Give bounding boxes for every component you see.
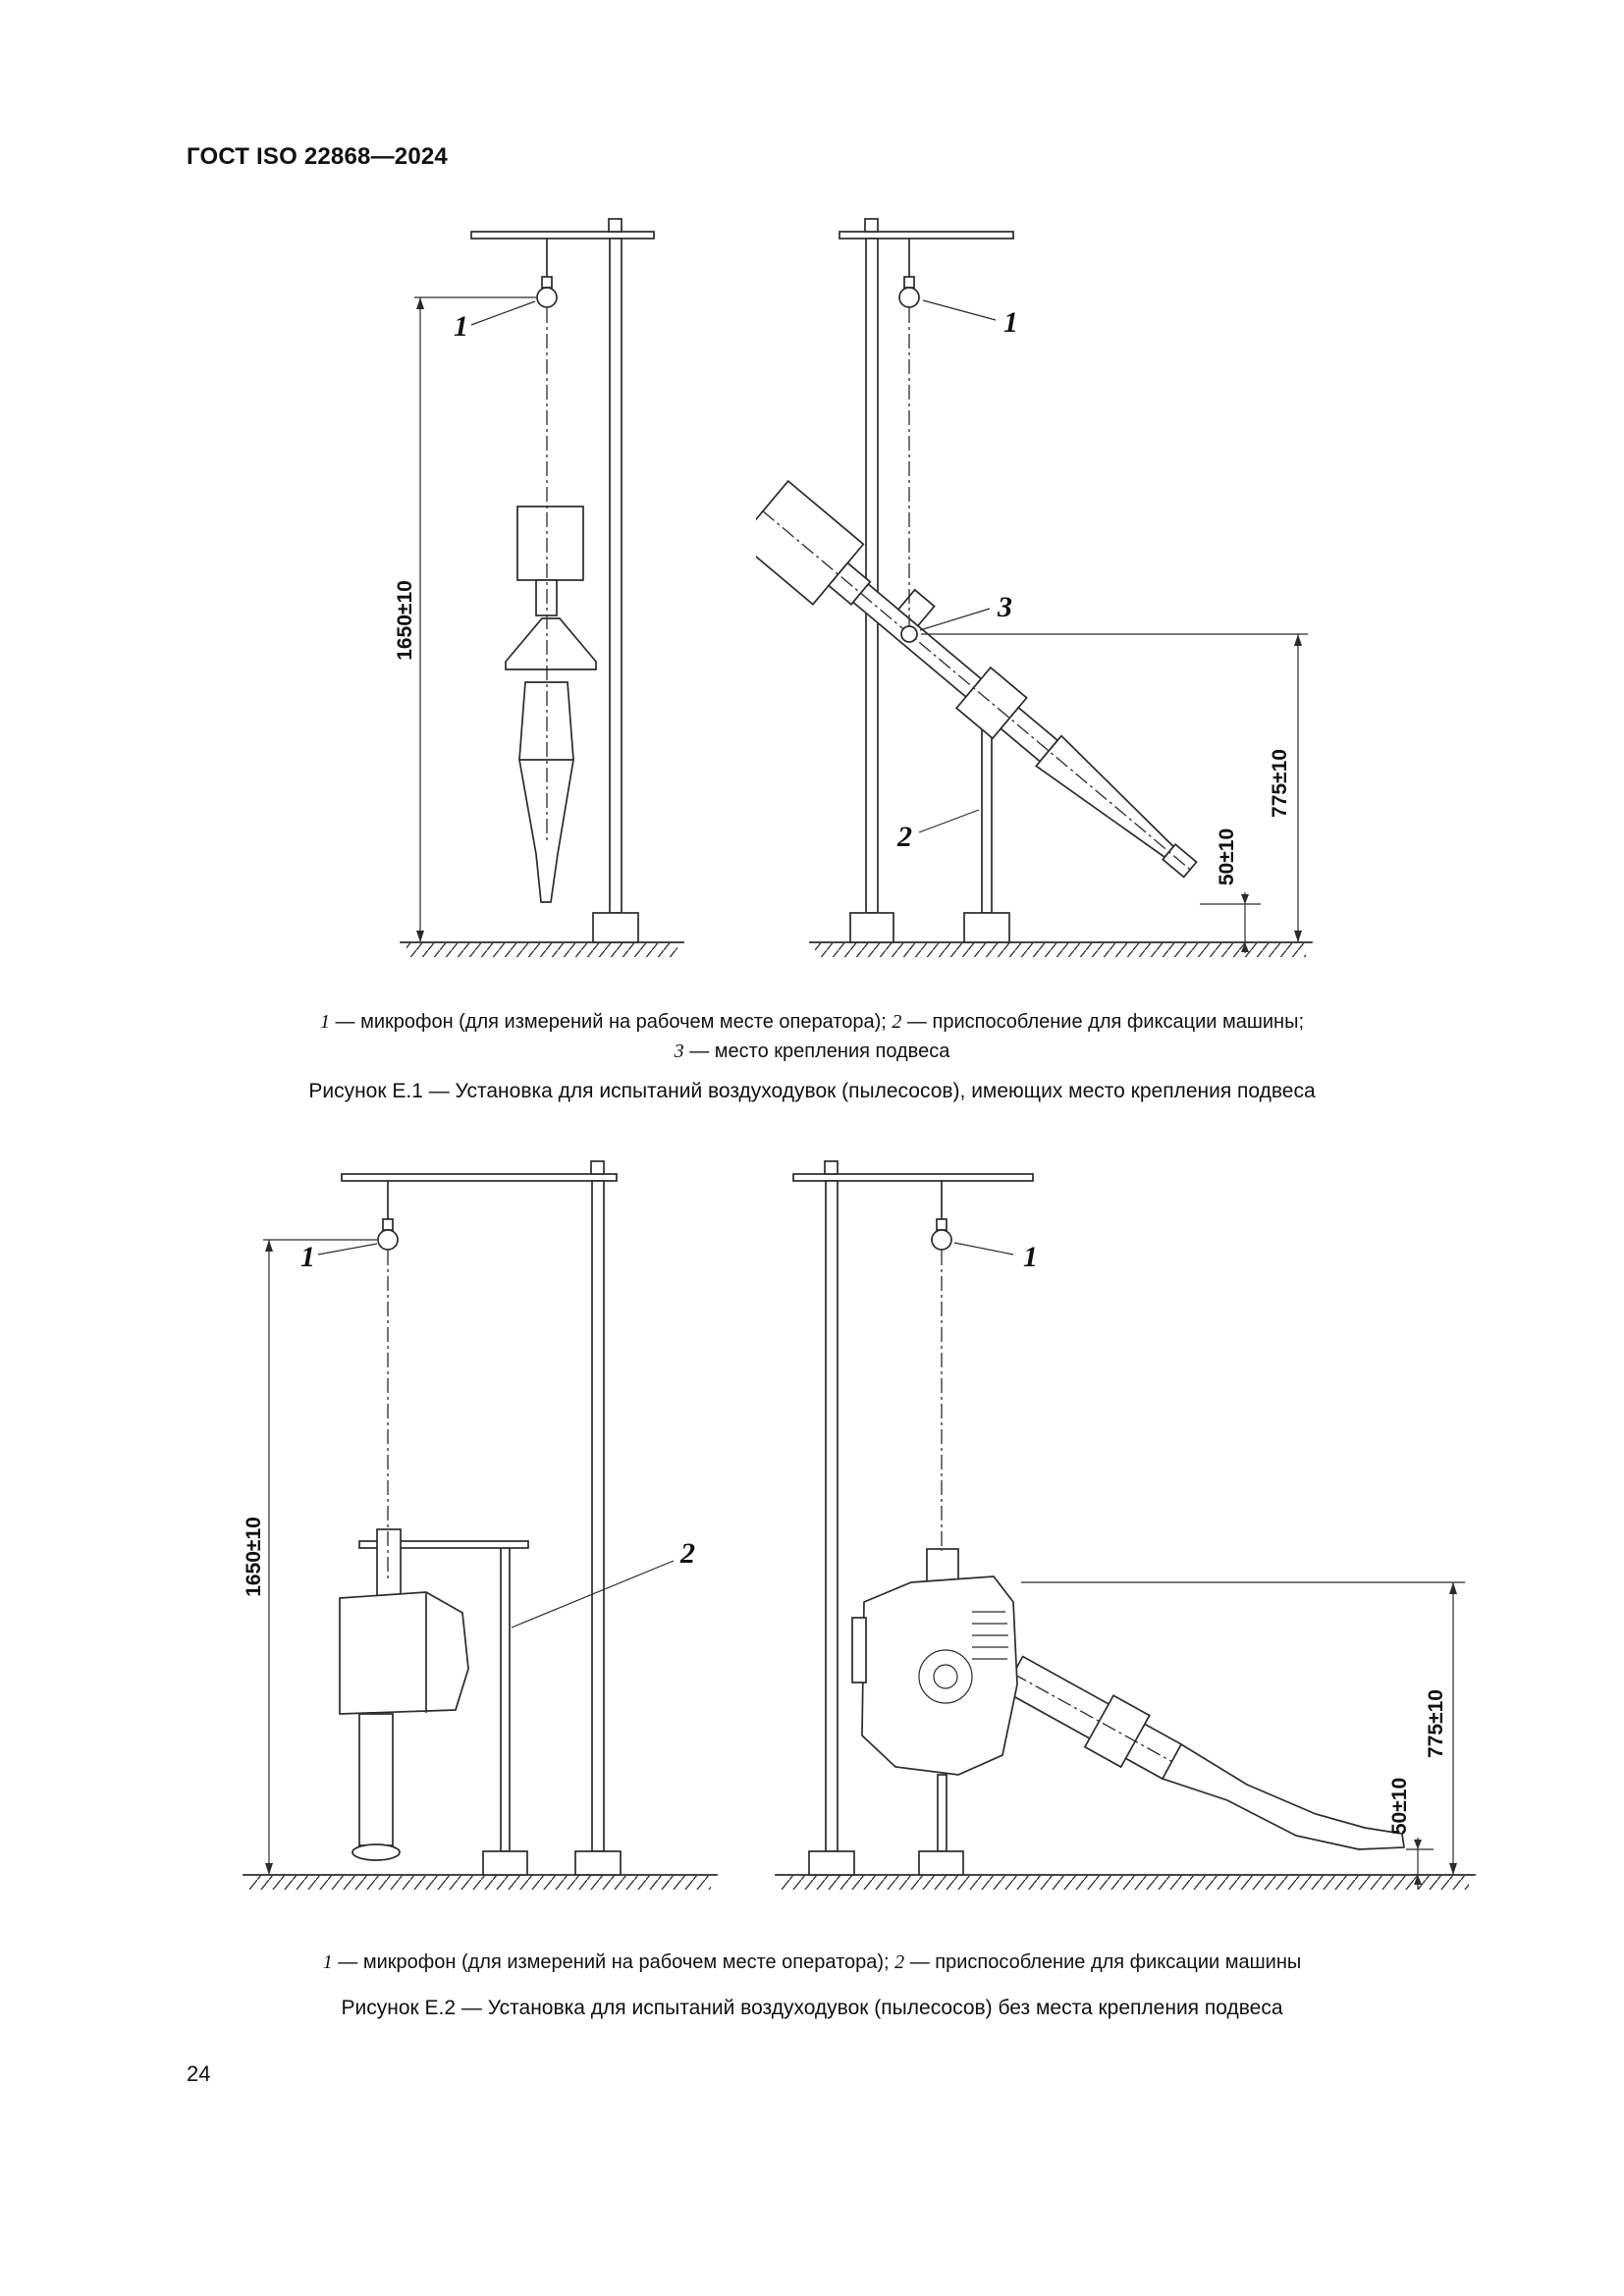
- figure-e2-caption: 1 — микрофон (для измерений на рабочем м…: [118, 1948, 1506, 1977]
- label-microphone: 1: [454, 310, 468, 343]
- dimension-775: 775±10: [921, 633, 1308, 942]
- document-header: ГОСТ ISO 22868—2024: [187, 143, 448, 170]
- figure-e2-title: Рисунок Е.2 — Установка для испытаний во…: [341, 1997, 1283, 2019]
- figure-e1-left-drawing: 1 1650±10: [394, 218, 684, 957]
- machine-silhouette: [505, 506, 597, 903]
- caption-key-number: 1: [319, 1011, 330, 1033]
- machine-silhouette: [851, 1548, 1018, 1776]
- dim-height-text: 1650±10: [243, 1517, 265, 1597]
- ground: [809, 941, 1313, 957]
- dimension-1650: 1650±10: [394, 296, 536, 942]
- leader-line: [922, 299, 997, 321]
- suspension-point: [900, 625, 918, 643]
- test-rig-frame: [470, 218, 655, 943]
- caption-key-number: 1: [322, 1951, 333, 1973]
- ground: [400, 941, 684, 957]
- microphone: [898, 238, 920, 308]
- label-fixture: 2: [679, 1537, 695, 1570]
- caption-key-text: — приспособление для фиксации машины: [904, 1951, 1302, 1973]
- label-fixture: 2: [896, 821, 912, 853]
- figure-e1-title: Рисунок Е.1 — Установка для испытаний во…: [308, 1080, 1316, 1102]
- figure-e1-right-drawing: 1 3 2 775±10 50±10: [756, 218, 1313, 957]
- dimension-1650: 1650±10: [243, 1239, 377, 1875]
- leader-line: [953, 1242, 1014, 1255]
- blower-nozzle: [1161, 1742, 1405, 1850]
- test-rig-frame: [341, 1160, 622, 1876]
- caption-key-text: — приспособление для фиксации машины;: [901, 1011, 1305, 1033]
- figure-e2-left-drawing: 1 2 1650±10: [243, 1160, 718, 1890]
- leader-line: [918, 809, 980, 833]
- ground: [243, 1874, 718, 1890]
- label-microphone: 1: [300, 1241, 315, 1273]
- machine-fixture-post: [918, 1774, 964, 1876]
- figure-e1-caption: 1 — микрофон (для измерений на рабочем м…: [118, 1007, 1506, 1066]
- caption-key-text: — микрофон (для измерений на рабочем мес…: [329, 1011, 893, 1033]
- ground: [775, 1874, 1476, 1890]
- test-rig-frame: [792, 1160, 1034, 1876]
- machine-fixture-post: [963, 709, 1010, 943]
- dimension-775: 775±10: [1021, 1581, 1465, 1875]
- page-number: 24: [187, 2061, 211, 2086]
- label-suspension-point: 3: [997, 591, 1012, 623]
- microphone: [931, 1180, 952, 1251]
- machine-fixture: [358, 1528, 529, 1876]
- leader-line: [511, 1560, 675, 1629]
- test-rig-frame: [839, 218, 1014, 943]
- machine-silhouette: [339, 1591, 469, 1861]
- dimension-50: 50±10: [1200, 828, 1261, 953]
- caption-key-text: — место крепления подвеса: [683, 1041, 950, 1062]
- dim-height-text: 775±10: [1269, 749, 1291, 818]
- machine-silhouette: [756, 479, 1198, 879]
- dimension-50: 50±10: [1388, 1778, 1434, 1889]
- label-microphone: 1: [1023, 1241, 1038, 1273]
- microphone: [377, 1180, 399, 1251]
- dim-clearance-text: 50±10: [1216, 828, 1238, 885]
- caption-key-text: — микрофон (для измерений на рабочем мес…: [332, 1951, 895, 1973]
- dim-height-text: 1650±10: [394, 580, 416, 661]
- leader-line: [317, 1243, 378, 1255]
- figure-e2-right-drawing: 1 775±10 50±10: [775, 1160, 1476, 1890]
- microphone: [536, 238, 558, 308]
- label-microphone: 1: [1003, 306, 1018, 339]
- dim-height-text: 775±10: [1425, 1689, 1447, 1758]
- leader-line: [919, 608, 991, 631]
- caption-key-number: 2: [892, 1011, 902, 1033]
- caption-key-number: 2: [894, 1951, 905, 1973]
- leader-line: [470, 300, 536, 326]
- dim-clearance-text: 50±10: [1388, 1778, 1411, 1835]
- caption-key-number: 3: [674, 1041, 684, 1062]
